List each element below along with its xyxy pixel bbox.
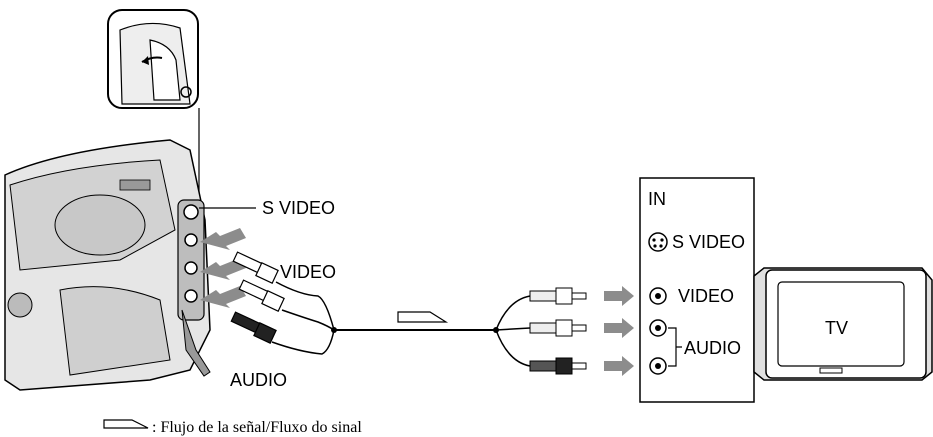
- audio-bracket: [668, 327, 682, 367]
- svideo-jack-icon: [648, 232, 668, 252]
- video-jack-icon: [649, 287, 667, 305]
- camera-video-plug: [232, 251, 279, 284]
- panel-title: IN: [648, 189, 666, 209]
- av-cable: [271, 281, 531, 367]
- legend-arrow-icon: [103, 419, 149, 429]
- panel-svideo-label: S VIDEO: [672, 232, 745, 252]
- tv-audio-white-plug: [529, 319, 587, 337]
- tv-label: TV: [825, 318, 848, 338]
- camera-audio-label: AUDIO: [230, 370, 287, 390]
- panel-audio-label: AUDIO: [684, 338, 741, 358]
- camera-svideo-label: S VIDEO: [262, 198, 335, 218]
- camera-audio-white-plug: [238, 279, 285, 312]
- cable-junction-right: [493, 327, 499, 333]
- tv-video-plug: [529, 287, 587, 305]
- panel-video-label: VIDEO: [678, 286, 734, 306]
- camera-input-arrows: [200, 228, 246, 308]
- tv-illustration: [753, 267, 933, 381]
- camcorder-illustration: [4, 139, 211, 391]
- audio-right-jack-icon: [649, 357, 667, 375]
- tv-input-arrows: [604, 286, 634, 376]
- camera-audio-red-plug: [230, 311, 277, 344]
- cable-junction-left: [331, 327, 337, 333]
- camera-video-label: VIDEO: [280, 262, 336, 282]
- jack-cover-inset: [107, 9, 199, 109]
- audio-left-jack-icon: [649, 319, 667, 337]
- tv-audio-red-plug: [529, 357, 587, 375]
- signal-flow-arrow: [397, 311, 449, 323]
- signal-flow-legend: : Flujo de la señal/Fluxo do sinal: [152, 419, 362, 436]
